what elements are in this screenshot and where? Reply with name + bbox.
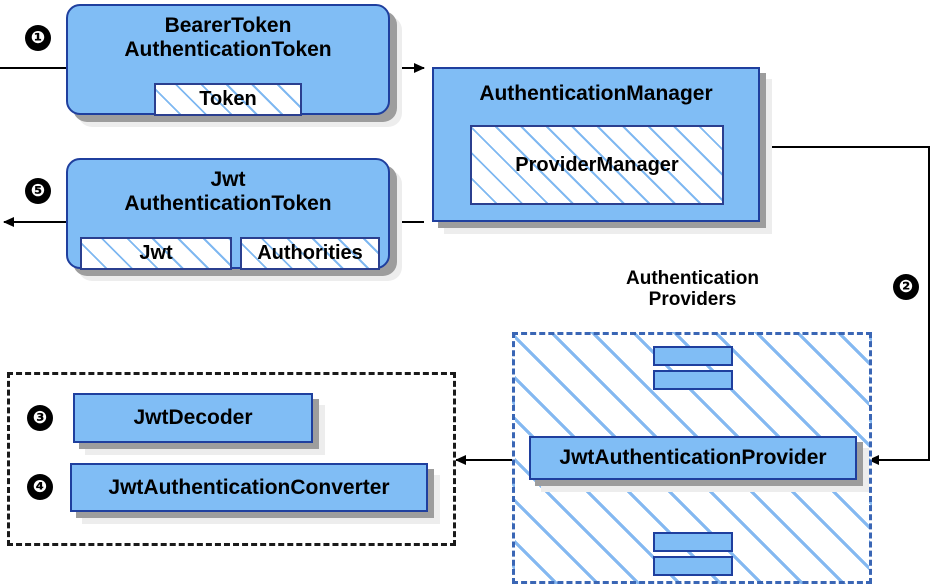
authentication-manager-title: AuthenticationManager <box>479 82 713 105</box>
jwt-authentication-token-title-line2: AuthenticationToken <box>124 191 332 215</box>
slot-authorities: Authorities <box>240 237 380 270</box>
node-jwt-authentication-provider[interactable]: JwtAuthenticationProvider <box>529 436 857 480</box>
authentication-providers-caption-line1: Authentication <box>626 268 759 289</box>
node-jwt-authentication-converter[interactable]: JwtAuthenticationConverter <box>70 463 428 512</box>
provider-bar-2 <box>653 370 733 390</box>
node-bearer-token-authentication-token[interactable]: BearerToken AuthenticationToken Token <box>66 4 390 116</box>
marker-2: ❷ <box>893 274 919 300</box>
bearer-token-title-line1: BearerToken <box>164 14 292 37</box>
marker-1: ❶ <box>25 25 51 51</box>
slot-jwt: Jwt <box>80 237 232 270</box>
node-authentication-manager[interactable]: AuthenticationManager ProviderManager <box>432 67 760 222</box>
provider-bar-1 <box>653 346 733 366</box>
marker-3: ❸ <box>27 405 53 431</box>
authentication-providers-caption: Authentication Providers <box>570 268 815 311</box>
node-jwt-decoder[interactable]: JwtDecoder <box>73 393 313 443</box>
provider-bar-4 <box>653 556 733 576</box>
bearer-token-title: BearerToken AuthenticationToken <box>68 14 388 61</box>
provider-bar-3 <box>653 532 733 552</box>
jwt-authentication-token-title-line1: Jwt <box>210 168 246 191</box>
marker-5: ❺ <box>25 178 51 204</box>
node-jwt-authentication-token[interactable]: Jwt AuthenticationToken Jwt Authorities <box>66 158 390 270</box>
marker-4: ❹ <box>27 474 53 500</box>
jwt-decoder-title: JwtDecoder <box>133 406 253 429</box>
authentication-providers-caption-line2: Providers <box>648 289 737 311</box>
line-manager-to-provider <box>760 146 930 465</box>
slot-token: Token <box>154 83 302 116</box>
slot-provider-manager: ProviderManager <box>470 125 724 205</box>
bearer-token-title-line2: AuthenticationToken <box>124 37 332 61</box>
jwt-authentication-token-title: Jwt AuthenticationToken <box>68 168 388 215</box>
jwt-authentication-provider-title: JwtAuthenticationProvider <box>559 446 827 469</box>
jwt-authentication-converter-title: JwtAuthenticationConverter <box>108 476 390 499</box>
